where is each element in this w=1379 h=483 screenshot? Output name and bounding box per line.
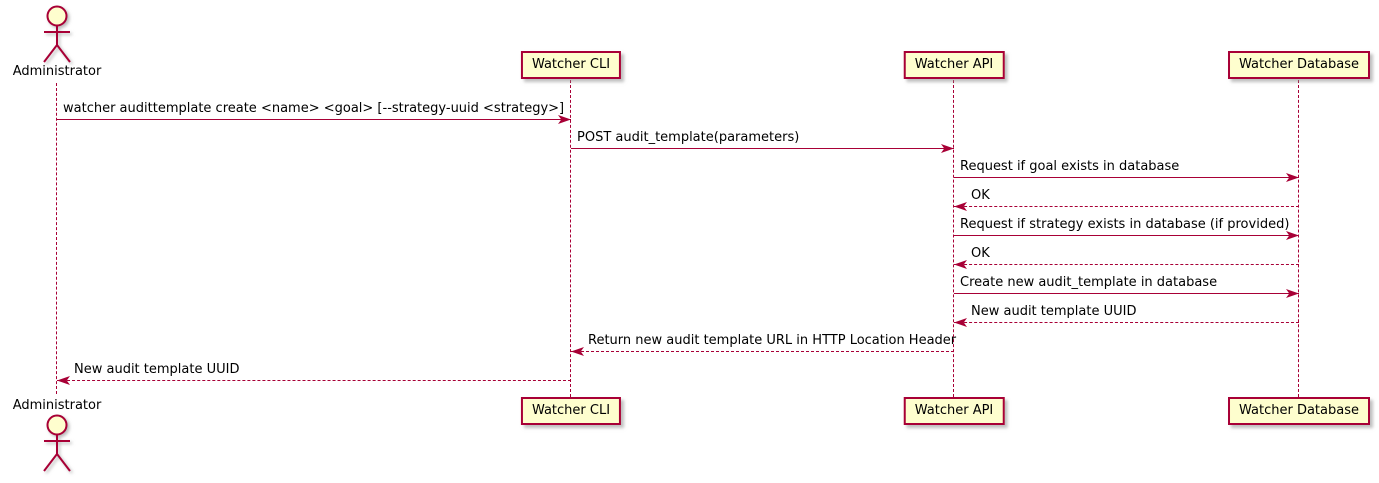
arrowhead-icon bbox=[571, 347, 584, 356]
arrowhead-icon bbox=[57, 376, 70, 385]
actor-icon-administrator-bottom bbox=[43, 414, 71, 472]
arrowhead-icon bbox=[1286, 173, 1299, 182]
participant-watcher-api-bottom: Watcher API bbox=[903, 397, 1005, 425]
lifeline-administrator bbox=[56, 83, 57, 394]
message-label: watcher audittemplate create <name> <goa… bbox=[63, 101, 565, 116]
arrowhead-icon bbox=[954, 202, 967, 211]
message-line bbox=[954, 293, 1299, 294]
arrowhead-icon bbox=[954, 260, 967, 269]
message-label: POST audit_template(parameters) bbox=[577, 130, 800, 145]
message-label: OK bbox=[971, 246, 990, 261]
message-line bbox=[571, 148, 954, 149]
participant-watcher-api-top: Watcher API bbox=[903, 51, 1005, 79]
actor-label-administrator-top: Administrator bbox=[12, 64, 102, 79]
message-label: Return new audit template URL in HTTP Lo… bbox=[588, 333, 957, 348]
arrowhead-icon bbox=[1286, 231, 1299, 240]
message-line bbox=[57, 119, 571, 120]
lifeline-watcher-api bbox=[953, 80, 954, 397]
arrowhead-icon bbox=[1286, 289, 1299, 298]
message-label: Request if goal exists in database bbox=[960, 159, 1180, 174]
arrowhead-icon bbox=[954, 318, 967, 327]
lifeline-watcher-database bbox=[1298, 80, 1299, 397]
message-line bbox=[954, 206, 1299, 207]
message-line bbox=[571, 351, 954, 352]
message-label: OK bbox=[971, 188, 990, 203]
message-label: Request if strategy exists in database (… bbox=[960, 217, 1290, 232]
message-label: New audit template UUID bbox=[971, 304, 1137, 319]
actor-icon-administrator-top bbox=[43, 5, 71, 63]
message-line bbox=[954, 264, 1299, 265]
actor-label-administrator-bottom: Administrator bbox=[12, 398, 102, 413]
participant-watcher-cli-top: Watcher CLI bbox=[520, 51, 622, 79]
message-label: Create new audit_template in database bbox=[960, 275, 1218, 290]
lifeline-watcher-cli bbox=[570, 80, 571, 397]
participant-watcher-database-bottom: Watcher Database bbox=[1228, 397, 1370, 425]
message-line bbox=[954, 322, 1299, 323]
message-line bbox=[954, 235, 1299, 236]
message-line bbox=[954, 177, 1299, 178]
arrowhead-icon bbox=[558, 115, 571, 124]
arrowhead-icon bbox=[941, 144, 954, 153]
participant-watcher-cli-bottom: Watcher CLI bbox=[520, 397, 622, 425]
message-line bbox=[57, 380, 571, 381]
participant-watcher-database-top: Watcher Database bbox=[1228, 51, 1370, 79]
message-label: New audit template UUID bbox=[74, 362, 240, 377]
